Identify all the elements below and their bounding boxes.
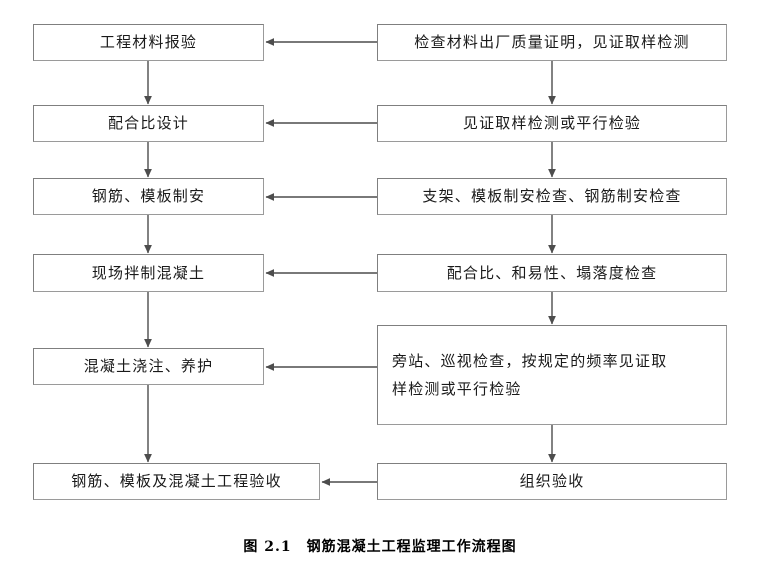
figure-caption: 图 2.1 钢筋混凝土工程监理工作流程图	[243, 539, 517, 555]
process-box-r5: 旁站、巡视检查，按规定的频率见证取 样检测或平行检验	[377, 325, 727, 425]
process-box-r2: 见证取样检测或平行检验	[377, 105, 727, 142]
process-box-l4: 现场拌制混凝土	[33, 254, 264, 292]
process-box-r1: 检查材料出厂质量证明，见证取样检测	[377, 24, 727, 61]
process-box-r4: 配合比、和易性、塌落度检查	[377, 254, 727, 292]
process-box-l2: 配合比设计	[33, 105, 264, 142]
process-box-l5: 混凝土浇注、养护	[33, 348, 264, 385]
process-box-r3: 支架、模板制安检查、钢筋制安检查	[377, 178, 727, 215]
process-box-r6: 组织验收	[377, 463, 727, 500]
process-box-l6: 钢筋、模板及混凝土工程验收	[33, 463, 320, 500]
process-box-l3: 钢筋、模板制安	[33, 178, 264, 215]
process-box-l1: 工程材料报验	[33, 24, 264, 61]
